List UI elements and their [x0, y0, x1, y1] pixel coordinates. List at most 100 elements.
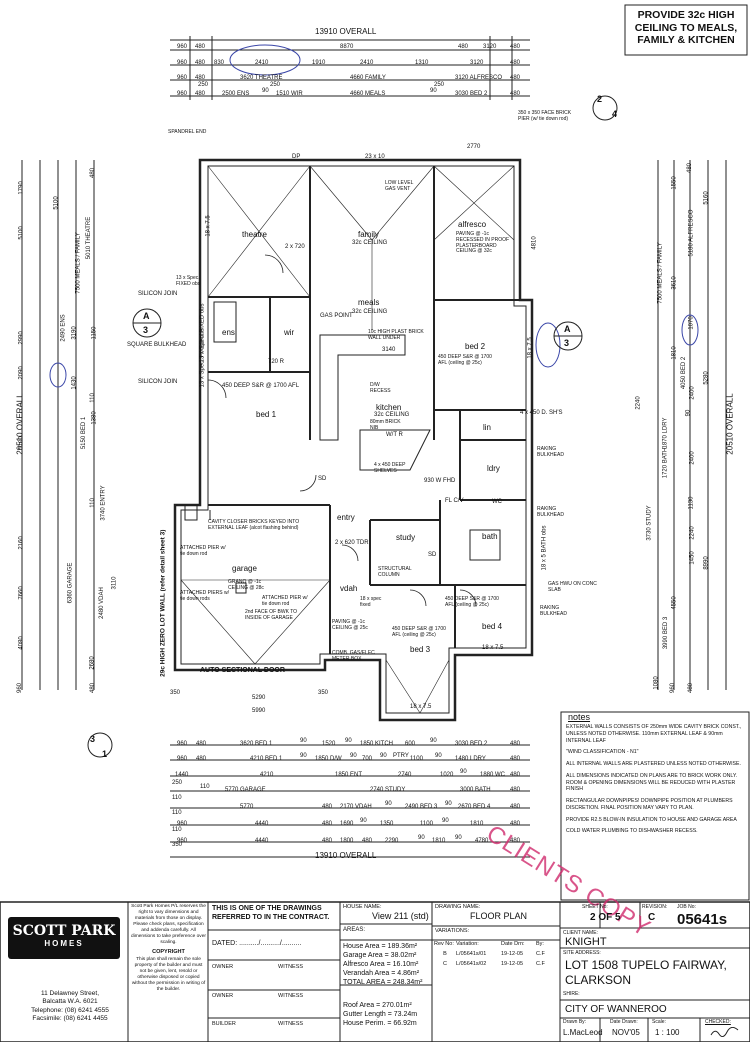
face-brick-garage-note: 2nd FACE OF BWK TO INSIDE OF GARAGE [245, 609, 298, 621]
dim: 960 [177, 838, 188, 844]
dim: 2290 [385, 838, 399, 844]
logo-line1: SCOTT PARK [12, 923, 116, 939]
area-item: Alfresco Area = 16.10m² [343, 961, 419, 969]
site-label: SITE ADDRESS: [563, 950, 601, 956]
dim: 960 [177, 44, 188, 50]
area-item: Verandah Area = 4.86m² [343, 970, 420, 978]
dim: 3190 [71, 326, 78, 340]
dim: 3620 THEATRE [240, 75, 283, 81]
dim: 2240 [689, 526, 696, 540]
silicon-join-label: SILICON JOIN [138, 379, 178, 385]
dim: 480 [458, 44, 469, 50]
dim: 1550 [671, 176, 678, 190]
sheet-label: SHEET No: [582, 904, 608, 910]
dim: 250 [198, 82, 209, 88]
room-family: family [358, 230, 379, 239]
dim: 110 [172, 810, 182, 816]
dim: 480 [510, 838, 521, 844]
areas-label: AREAS: [343, 927, 366, 933]
dim: 720 R [268, 359, 285, 365]
dim: 1870 LDRY [662, 417, 669, 449]
dim: 350 [318, 690, 329, 696]
checked-signature-icon [710, 1027, 740, 1037]
dim: 90 [442, 818, 449, 824]
checked-label: CHECKED: [705, 1019, 731, 1025]
note-item: ALL DIMENSIONS INDICATED ON PLANS ARE TO… [566, 772, 738, 793]
note-item: RECTANGULAR DOWNPIPES! DOWNPIPE POSITION… [566, 798, 733, 811]
dim: 90 [418, 835, 425, 841]
meter-box: COMB. GAS/ELEC METER BOX [332, 650, 375, 662]
pier-note: ATTACHED PIERS w/ tie down rods [180, 590, 229, 602]
house-name: View 211 (std) [372, 911, 429, 921]
dim: 1070 [688, 316, 695, 330]
notes-list: EXTERNAL WALLS CONSISTS OF 250mm WIDE CA… [566, 724, 744, 840]
dim: 1790 [18, 181, 25, 195]
notes-title: notes [568, 712, 591, 722]
disclaimer: Scott Park Homes P/L reserves the right … [131, 904, 206, 993]
room-bed2-robe: 450 DEEP S&R @ 1700 AFL (ceiling @ 25c) [438, 354, 492, 366]
dim: 2 x 720 [285, 244, 305, 250]
dim: 960 [177, 60, 188, 66]
dim: 2240 [635, 396, 642, 410]
brick-nib: 80mm BRICK NIB [370, 419, 401, 431]
dim: 90 [262, 88, 269, 94]
dim: 5280 [703, 371, 710, 385]
raking-bulkhead: RAKING BULKHEAD [537, 506, 564, 518]
logo-line2: HOMES [44, 939, 84, 948]
dim: 480 [195, 60, 206, 66]
section-marker-top: 2 [597, 94, 603, 104]
dim: 480 [195, 44, 206, 50]
company-address: 11 Delawney Street, Balcatta W.A. 6021 T… [20, 990, 120, 1024]
dim: 960 [177, 91, 188, 97]
spandrel-note: SPANDREL END [168, 129, 207, 135]
right-overall-dim: 20510 OVERALL [725, 393, 735, 455]
room-study: study [396, 533, 416, 542]
dim: 1440 [175, 772, 189, 778]
address-line: Balcatta W.A. 6021 [42, 998, 98, 1006]
room-vdah: vdah [340, 584, 358, 593]
room-entry: entry [337, 513, 355, 522]
dim: 3120 [483, 44, 497, 50]
date-drawn: NOV'05 [612, 1028, 640, 1037]
room-alfresco: alfresco [458, 220, 487, 229]
variations-label: VARIATIONS: [435, 928, 470, 934]
smoke-detector: SD [428, 552, 437, 558]
room-ens: ens [222, 328, 235, 337]
dim: 5990 [252, 708, 266, 714]
dim: 4210 BED 1 [250, 756, 283, 762]
var-cell: L/05641s/02 [456, 961, 487, 967]
face-brick-note: 350 x 350 FACE BRICK PIER (w/ tie down r… [518, 110, 572, 122]
room-bed3-robe: 450 DEEP S&R @ 1700 AFL (ceiling @ 25c) [392, 626, 446, 638]
dim: 2410 [360, 60, 374, 66]
dim: 1810 [432, 838, 446, 844]
dim: 1020 [440, 772, 454, 778]
dim: 480 [90, 682, 97, 694]
dim: 8870 [340, 44, 354, 50]
variations-table: Rev No: Variation: Date Drn: By: B L/056… [434, 941, 559, 967]
room-bed1-robe: 450 DEEP S&R @ 1700 AFL [222, 383, 300, 389]
dim: 4810 [531, 236, 538, 250]
auto-door-label: AUTO SECTIONAL DOOR [200, 667, 285, 674]
dim: 8990 [703, 556, 710, 570]
dim: 5150 BED 1 [81, 416, 88, 450]
revision-value: C [648, 912, 656, 923]
cavity-closer-note: CAVITY CLOSER BRICKS KEYED INTO EXTERNAL… [208, 519, 300, 531]
dim: 480 [322, 804, 333, 810]
dim: 90 [300, 753, 307, 759]
dim: 3120 [470, 60, 484, 66]
dim: 110 [172, 795, 182, 801]
note-item: "WIND CLASSIFICATION - N1" [566, 749, 639, 756]
smoke-detector: SD [318, 476, 327, 482]
dim: 480 [196, 741, 207, 747]
dim: 90 [430, 738, 437, 744]
dim: 1380 [91, 411, 98, 425]
dim: 960 [177, 756, 188, 762]
dim: 2400 [689, 451, 696, 465]
dim: 18 x 7.5 [527, 337, 534, 359]
drawing-name: FLOOR PLAN [470, 911, 528, 921]
copyright-text: This plan shall remain the sole property… [131, 956, 206, 992]
floor-cv: FL C/V [445, 498, 464, 504]
dim: 480 [90, 167, 97, 179]
room-ldry: ldry [487, 464, 500, 473]
drawn-by-label: Drawn By: [563, 1019, 587, 1025]
